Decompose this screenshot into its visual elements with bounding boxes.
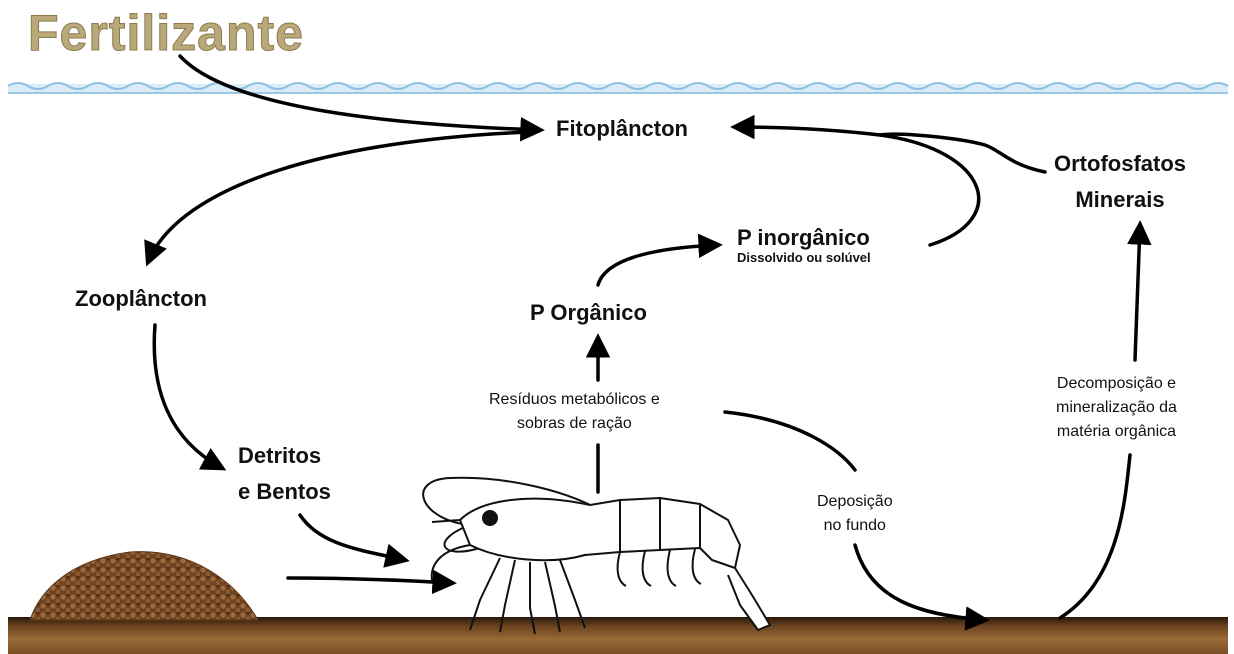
zooplancton-label: Zooplâncton [75,286,207,312]
shrimp-illustration [423,478,770,634]
residuos-line1: Resíduos metabólicos e [489,388,660,412]
fitoplancton-label: Fitoplâncton [556,116,688,142]
arrow-zooplancton-detritos [154,325,222,468]
detritos-line1: Detritos [238,438,331,474]
decomp-line2: mineralização da [1056,396,1177,420]
deposicao-line1: Deposição [817,490,893,514]
arrow-porganico-pinorganico [598,245,718,285]
arrow-deposicao-fundo [855,545,985,620]
p-inorganico-label: P inorgânico [737,225,870,251]
residuos-line2: sobras de ração [489,412,660,436]
decomp-line3: matéria orgânica [1056,420,1177,444]
detritos-line2: e Bentos [238,474,331,510]
pond-sediment [8,617,1228,654]
residuos-note: Resíduos metabólicos e sobras de ração [489,388,660,436]
ortofosfatos-line1: Ortofosfatos [1054,146,1186,182]
decomp-line1: Decomposição e [1056,372,1177,396]
decomposicao-note: Decomposição e mineralização da matéria … [1056,372,1177,444]
fertilizante-title: Fertilizante [28,4,304,62]
arrow-detritos-shrimp [300,515,405,560]
p-organico-label: P Orgânico [530,300,647,326]
p-inorganico-sublabel: Dissolvido ou solúvel [737,250,871,265]
arrow-fundo-decomposicao [1060,455,1130,618]
detritos-bentos-label: Detritos e Bentos [238,438,331,510]
ortofosfatos-line2: Minerais [1054,182,1186,218]
arrow-residuos-deposicao [725,412,855,470]
water-surface [8,83,1228,94]
deposicao-line2: no fundo [817,514,893,538]
arrow-fitoplancton-zooplancton [148,132,530,262]
arrow-feed-shrimp [288,578,452,583]
feed-pellet-pile [30,552,258,620]
ortofosfatos-label: Ortofosfatos Minerais [1054,146,1186,218]
deposicao-note: Deposição no fundo [817,490,893,538]
arrow-decomposicao-ortofosfatos [1135,225,1140,360]
